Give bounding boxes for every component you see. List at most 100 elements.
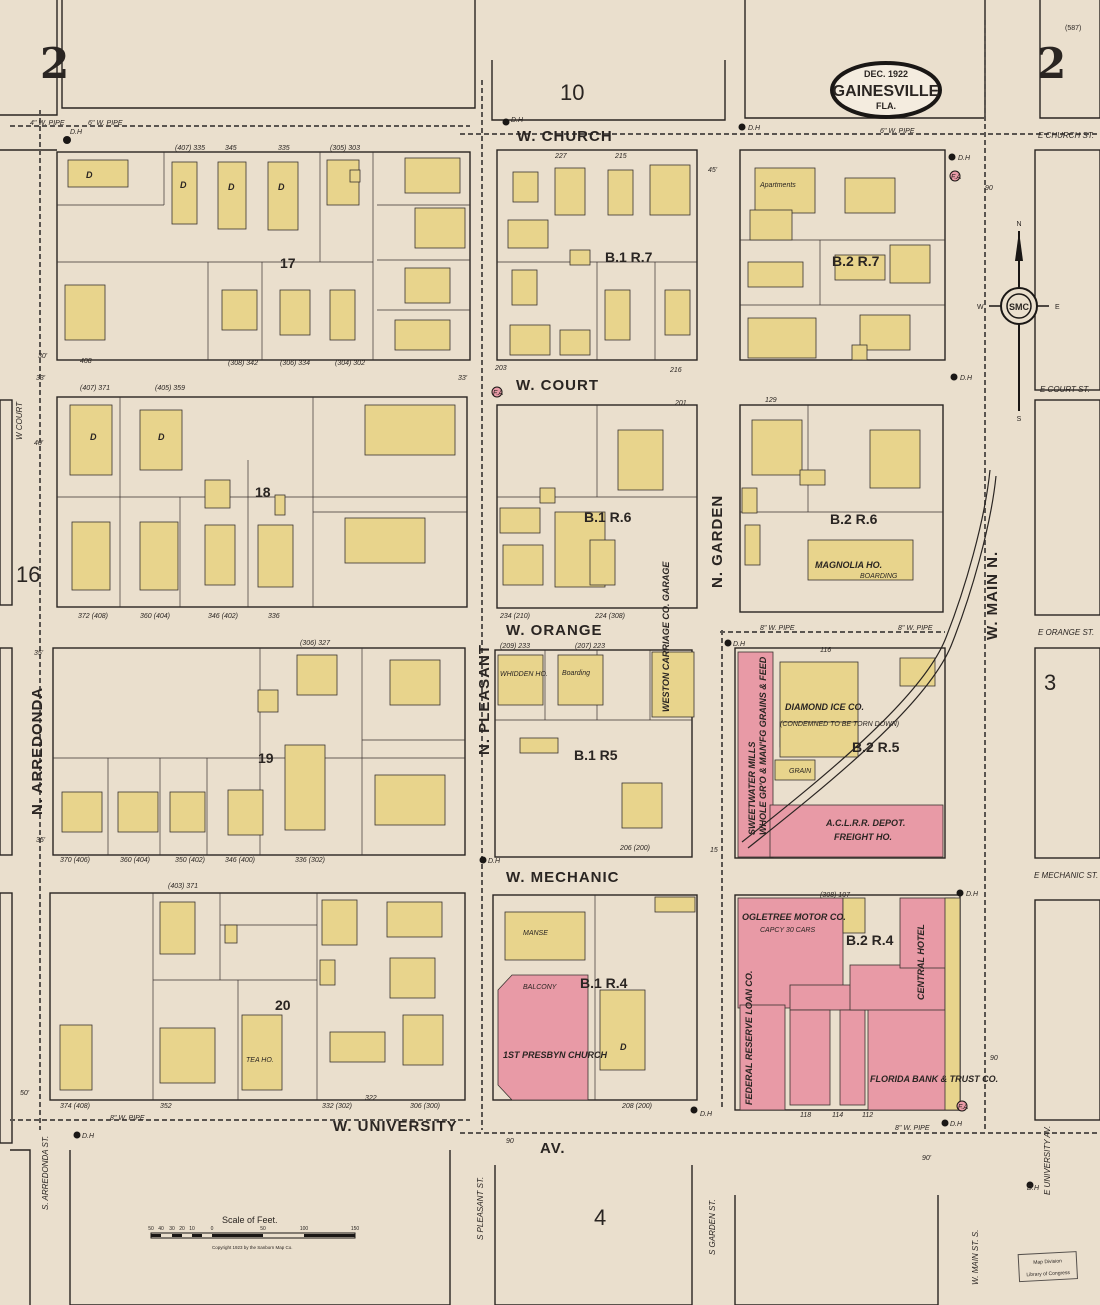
city-block — [1034, 647, 1100, 859]
dimension-label: 15 — [710, 847, 718, 854]
fire-alarm-icon — [956, 1100, 968, 1112]
fire-alarm-label: F.A — [958, 1104, 968, 1111]
dimension-label: 45' — [708, 167, 718, 174]
block-10: 10 — [560, 80, 584, 105]
fire-alarm-label: F.A — [951, 174, 961, 181]
frame-building — [859, 314, 911, 351]
frame-building — [944, 897, 961, 1111]
address-number: 360 (404) — [120, 857, 150, 864]
hydrant-icon — [73, 1131, 81, 1139]
city-block — [734, 647, 946, 859]
street-e-university: E UNIVERSITY AV. — [1043, 1126, 1052, 1195]
hydrant-label: D.H — [488, 858, 501, 865]
label-sweetwater-sub: WHOLE GR'O & MAN'FG GRAINS & FEED — [758, 656, 768, 835]
label-diamond-ice-note: (CONDEMNED TO BE TORN DOWN) — [780, 721, 899, 728]
address-number: 203 — [494, 365, 507, 372]
frame-building — [569, 249, 591, 266]
street-w-court: W. COURT — [516, 377, 599, 394]
dimension-label: 40' — [34, 440, 44, 447]
dimension-label: 30' — [38, 353, 48, 360]
frame-building — [204, 479, 231, 509]
block-18: 18 — [255, 484, 271, 500]
block-b2r5: B.2 R.5 — [852, 739, 900, 755]
brick-building — [849, 964, 946, 1011]
frame-building — [607, 169, 634, 216]
utility-labels: 6" W. PIPE 6" W. PIPE 8" W. PIPE 8" W. P… — [30, 117, 1040, 1192]
street-width-dimensions: 30' 33' 33' 40' 35' 35' 45' 15 90 90 90'… — [20, 167, 998, 1162]
hydrant-label: D.H — [700, 1111, 713, 1118]
brick-building — [737, 651, 774, 858]
hydrant-icon — [948, 153, 956, 161]
frame-building — [754, 167, 816, 214]
frame-building — [621, 782, 663, 829]
pipe-label: 8" W. PIPE — [898, 625, 933, 632]
frame-building — [389, 957, 436, 999]
city-block — [739, 149, 946, 361]
brick-building — [839, 1009, 866, 1106]
frame-building — [589, 539, 616, 586]
label-federal-reserve: FEDERAL RESERVE LOAN CO. — [744, 971, 754, 1105]
sheet-number-right: 2 — [1037, 39, 1066, 88]
city-block — [1034, 149, 1100, 391]
dimension-label: 33' — [458, 375, 468, 382]
frame-building — [224, 924, 238, 944]
street-n-arredonda: N. ARREDONDA — [29, 687, 46, 815]
pipe-label: 8" W. PIPE — [760, 625, 795, 632]
frame-building — [117, 791, 159, 833]
hydrant-label: D.H — [1027, 1185, 1040, 1192]
address-number: 206 (200) — [619, 845, 650, 852]
frame-building — [779, 721, 859, 758]
hydrant-label: D.H — [966, 891, 979, 898]
label-ogletree-note: CAPCY 30 CARS — [760, 927, 815, 934]
building-labels: SWEETWATER MILLS WHOLE GR'O & MAN'FG GRA… — [86, 170, 998, 1105]
hydrant-icon — [941, 1119, 949, 1127]
block-16: 16 — [16, 562, 40, 587]
address-number: (304) 302 — [335, 360, 365, 367]
dimension-label: 90 — [506, 1138, 514, 1145]
sheet-number-left: 2 — [40, 39, 69, 88]
map-state: FLA. — [876, 101, 896, 111]
dimension-label: 35' — [36, 837, 46, 844]
city-block — [494, 649, 693, 858]
hydrant-icon — [502, 118, 510, 126]
label-sweetwater-mills: SWEETWATER MILLS — [747, 742, 757, 835]
frame-building — [274, 494, 286, 516]
frame-building — [807, 539, 914, 581]
railroad-track — [741, 469, 997, 849]
street-e-court: E COURT ST. — [1040, 385, 1090, 394]
address-number: 352 — [160, 1103, 172, 1110]
fire-alarm-icon — [949, 170, 961, 182]
fire-alarm-icon — [491, 386, 503, 398]
frame-building — [169, 791, 206, 833]
hydrant-label: D.H — [82, 1133, 95, 1140]
hydrant-icon — [479, 856, 487, 864]
frame-building — [404, 157, 461, 194]
street-e-church: E CHURCH ST. — [1038, 131, 1094, 140]
address-number: 234 (210) — [499, 613, 530, 620]
label-central-hotel: CENTRAL HOTEL — [916, 924, 926, 1000]
label-boarding: Boarding — [562, 670, 590, 677]
label-dwelling: D — [158, 432, 165, 442]
scale-tick-label: 30 — [169, 1226, 175, 1232]
frame-building — [519, 737, 559, 754]
dimension-label: 90 — [990, 1055, 998, 1062]
frame-building — [227, 789, 264, 836]
water-pipes — [10, 20, 1100, 1134]
frame-building — [511, 269, 538, 306]
city-block — [0, 647, 13, 856]
frame-building — [241, 1014, 283, 1091]
hydrant-icon — [690, 1106, 698, 1114]
hydrant-label: D.H — [958, 155, 971, 162]
frame-building — [386, 901, 443, 938]
address-number: 224 (308) — [594, 613, 625, 620]
address-number: (306) 334 — [280, 360, 310, 367]
frame-building — [139, 521, 179, 591]
frame-building — [349, 169, 361, 183]
frame-building — [159, 1027, 216, 1084]
label-florida-bank: FLORIDA BANK & TRUST CO. — [870, 1074, 998, 1084]
hydrant-label: D.H — [748, 125, 761, 132]
city-block — [1034, 899, 1100, 1121]
label-manse: MANSE — [523, 930, 548, 937]
pipe-label: 8" W. PIPE — [895, 1125, 930, 1132]
frame-building — [321, 899, 358, 946]
